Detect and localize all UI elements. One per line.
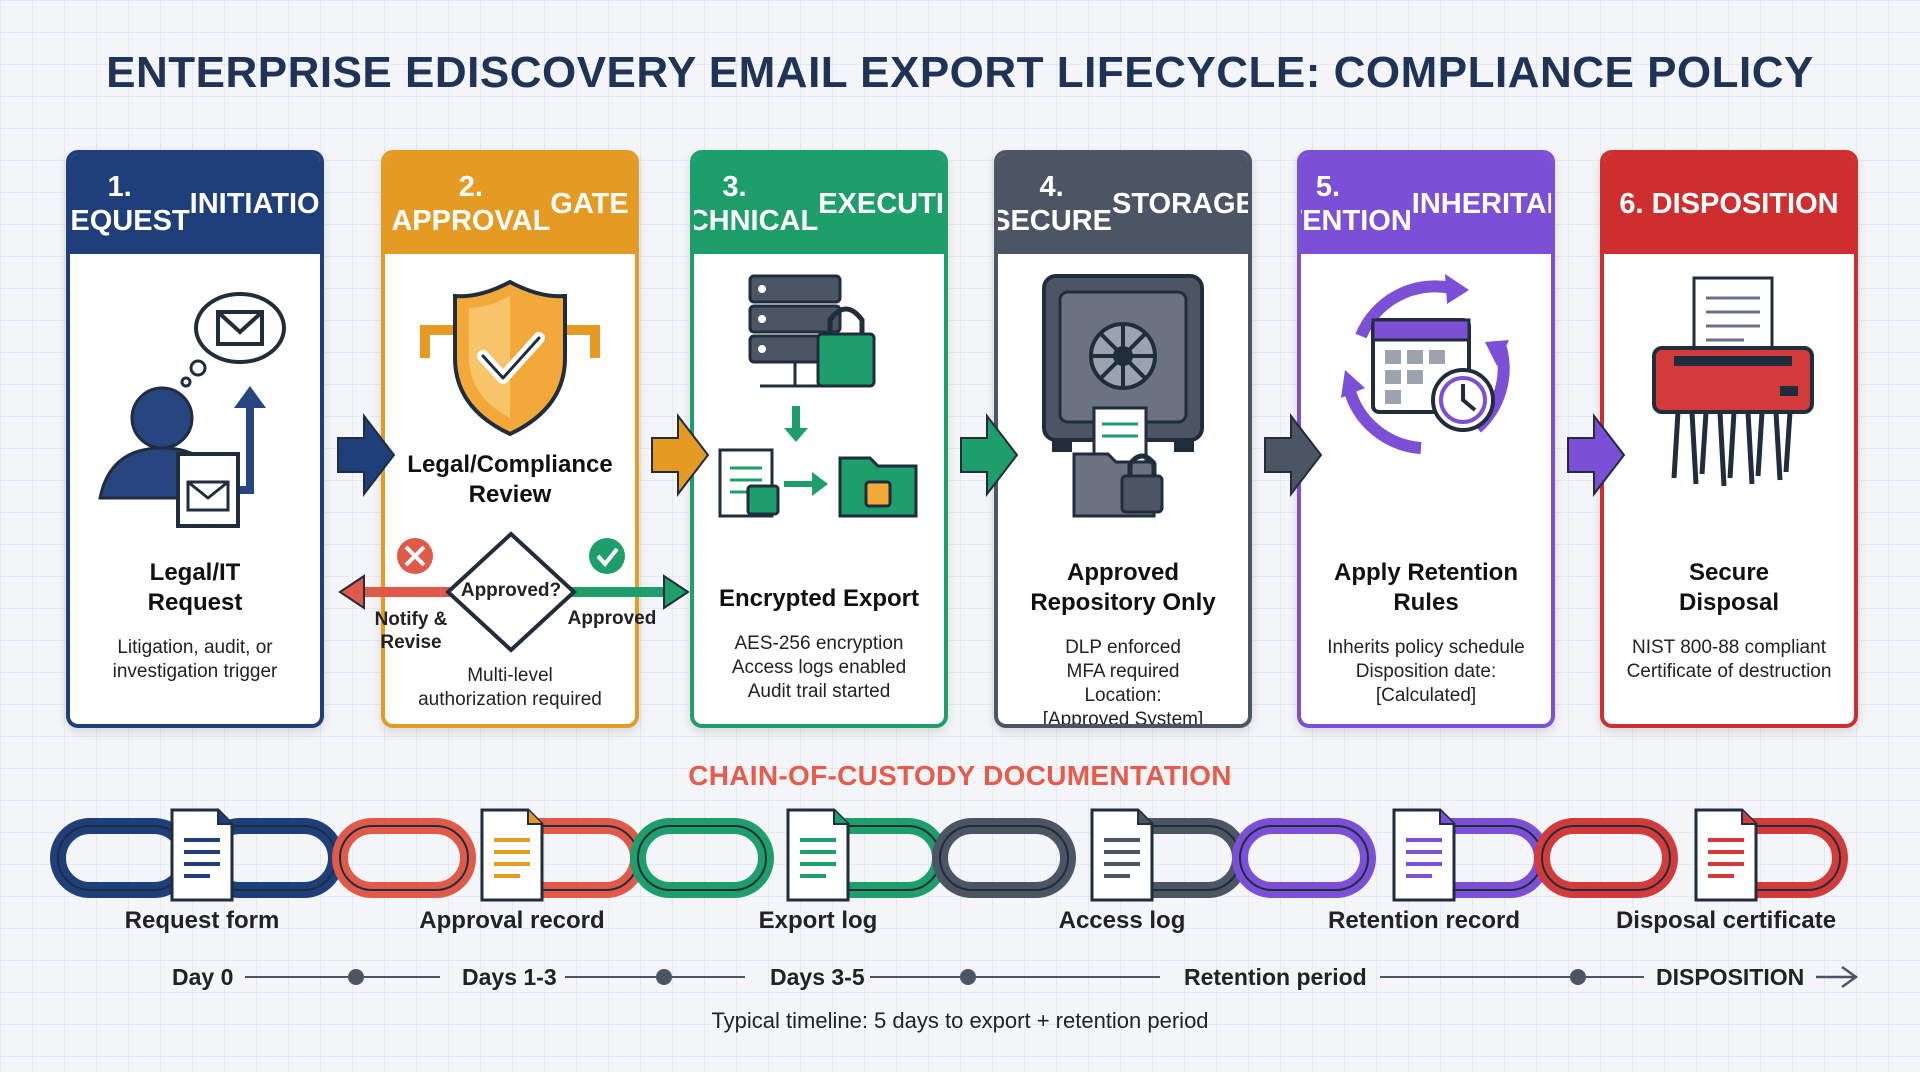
chain-link-outline	[1239, 825, 1369, 891]
flow-arrow-2	[648, 410, 712, 500]
record-document-icon	[1392, 808, 1456, 902]
stage-card-1: 1. REQUESTINITIATION Legal/ITRequestLiti…	[66, 150, 324, 728]
chain-link	[332, 818, 476, 898]
timeline-note: Typical timeline: 5 days to export + ret…	[711, 1008, 1209, 1033]
flow-arrow-5	[1564, 410, 1628, 500]
timeline-arrow-icon	[1816, 965, 1859, 989]
chain-record-label: Retention record	[1327, 907, 1521, 934]
chain-link-outline	[939, 825, 1069, 891]
flow-arrow-4	[1261, 410, 1325, 500]
chain-link	[50, 818, 194, 898]
record-document-icon	[786, 808, 850, 902]
record-document-icon	[1090, 808, 1154, 902]
page-title: ENTERPRISE EDISCOVERY EMAIL EXPORT LIFEC…	[106, 48, 1814, 97]
stage-heading: 5. RETENTIONINHERITANCE	[1301, 154, 1551, 254]
shield-check-icon	[385, 258, 635, 528]
timeline-point-label: Day 0	[172, 964, 234, 990]
vault-icon	[998, 258, 1248, 528]
chain-of-custody-title: CHAIN-OF-CUSTODY DOCUMENTATION	[688, 760, 1232, 791]
stage-title: Encrypted Export	[718, 585, 920, 612]
chain-record-label: Request form	[124, 907, 280, 934]
chain-record-label: Access log	[1058, 907, 1186, 934]
timeline-point-label: Retention period	[1184, 964, 1367, 990]
record-document-icon	[480, 808, 544, 902]
stage-heading: 1. REQUESTINITIATION	[70, 154, 320, 254]
record-document-icon	[1694, 808, 1758, 902]
stage-heading: 3. TECHNICALEXECUTION	[694, 154, 944, 254]
record-document-icon	[170, 808, 234, 902]
chain-record-label: Export log	[758, 907, 878, 934]
chain-link	[1534, 818, 1678, 898]
timeline-marker	[1570, 969, 1586, 985]
shredder-icon	[1604, 258, 1854, 528]
chain-of-custody-chain	[50, 808, 1848, 902]
chain-link	[932, 818, 1076, 898]
person-request-icon	[70, 258, 320, 528]
timeline-marker	[656, 969, 672, 985]
timeline-axis	[245, 965, 1859, 989]
chain-link-outline	[637, 825, 767, 891]
timeline-marker	[348, 969, 364, 985]
calendar-cycle-icon	[1301, 258, 1551, 528]
chain-link	[1232, 818, 1376, 898]
timeline-point-label: Days 1-3	[462, 964, 557, 990]
server-lock-icon	[694, 258, 944, 528]
flow-arrow-1	[334, 410, 398, 500]
stage-heading: 6. DISPOSITION	[1604, 154, 1854, 254]
stage-card-3: 3. TECHNICALEXECUTION Encrypted ExportAE…	[690, 150, 948, 728]
chain-record-label: Disposal certificate	[1615, 907, 1837, 934]
stage-card-5: 5. RETENTIONINHERITANCE Apply RetentionR…	[1297, 150, 1555, 728]
flow-arrow-3	[957, 410, 1021, 500]
timeline-marker	[960, 969, 976, 985]
timeline-point-label: Days 3-5	[770, 964, 865, 990]
chain-link	[630, 818, 774, 898]
chain-link-outline	[339, 825, 469, 891]
chain-link-outline	[1541, 825, 1671, 891]
chain-record-label: Approval record	[419, 907, 605, 934]
timeline-point-label: DISPOSITION	[1656, 964, 1805, 990]
